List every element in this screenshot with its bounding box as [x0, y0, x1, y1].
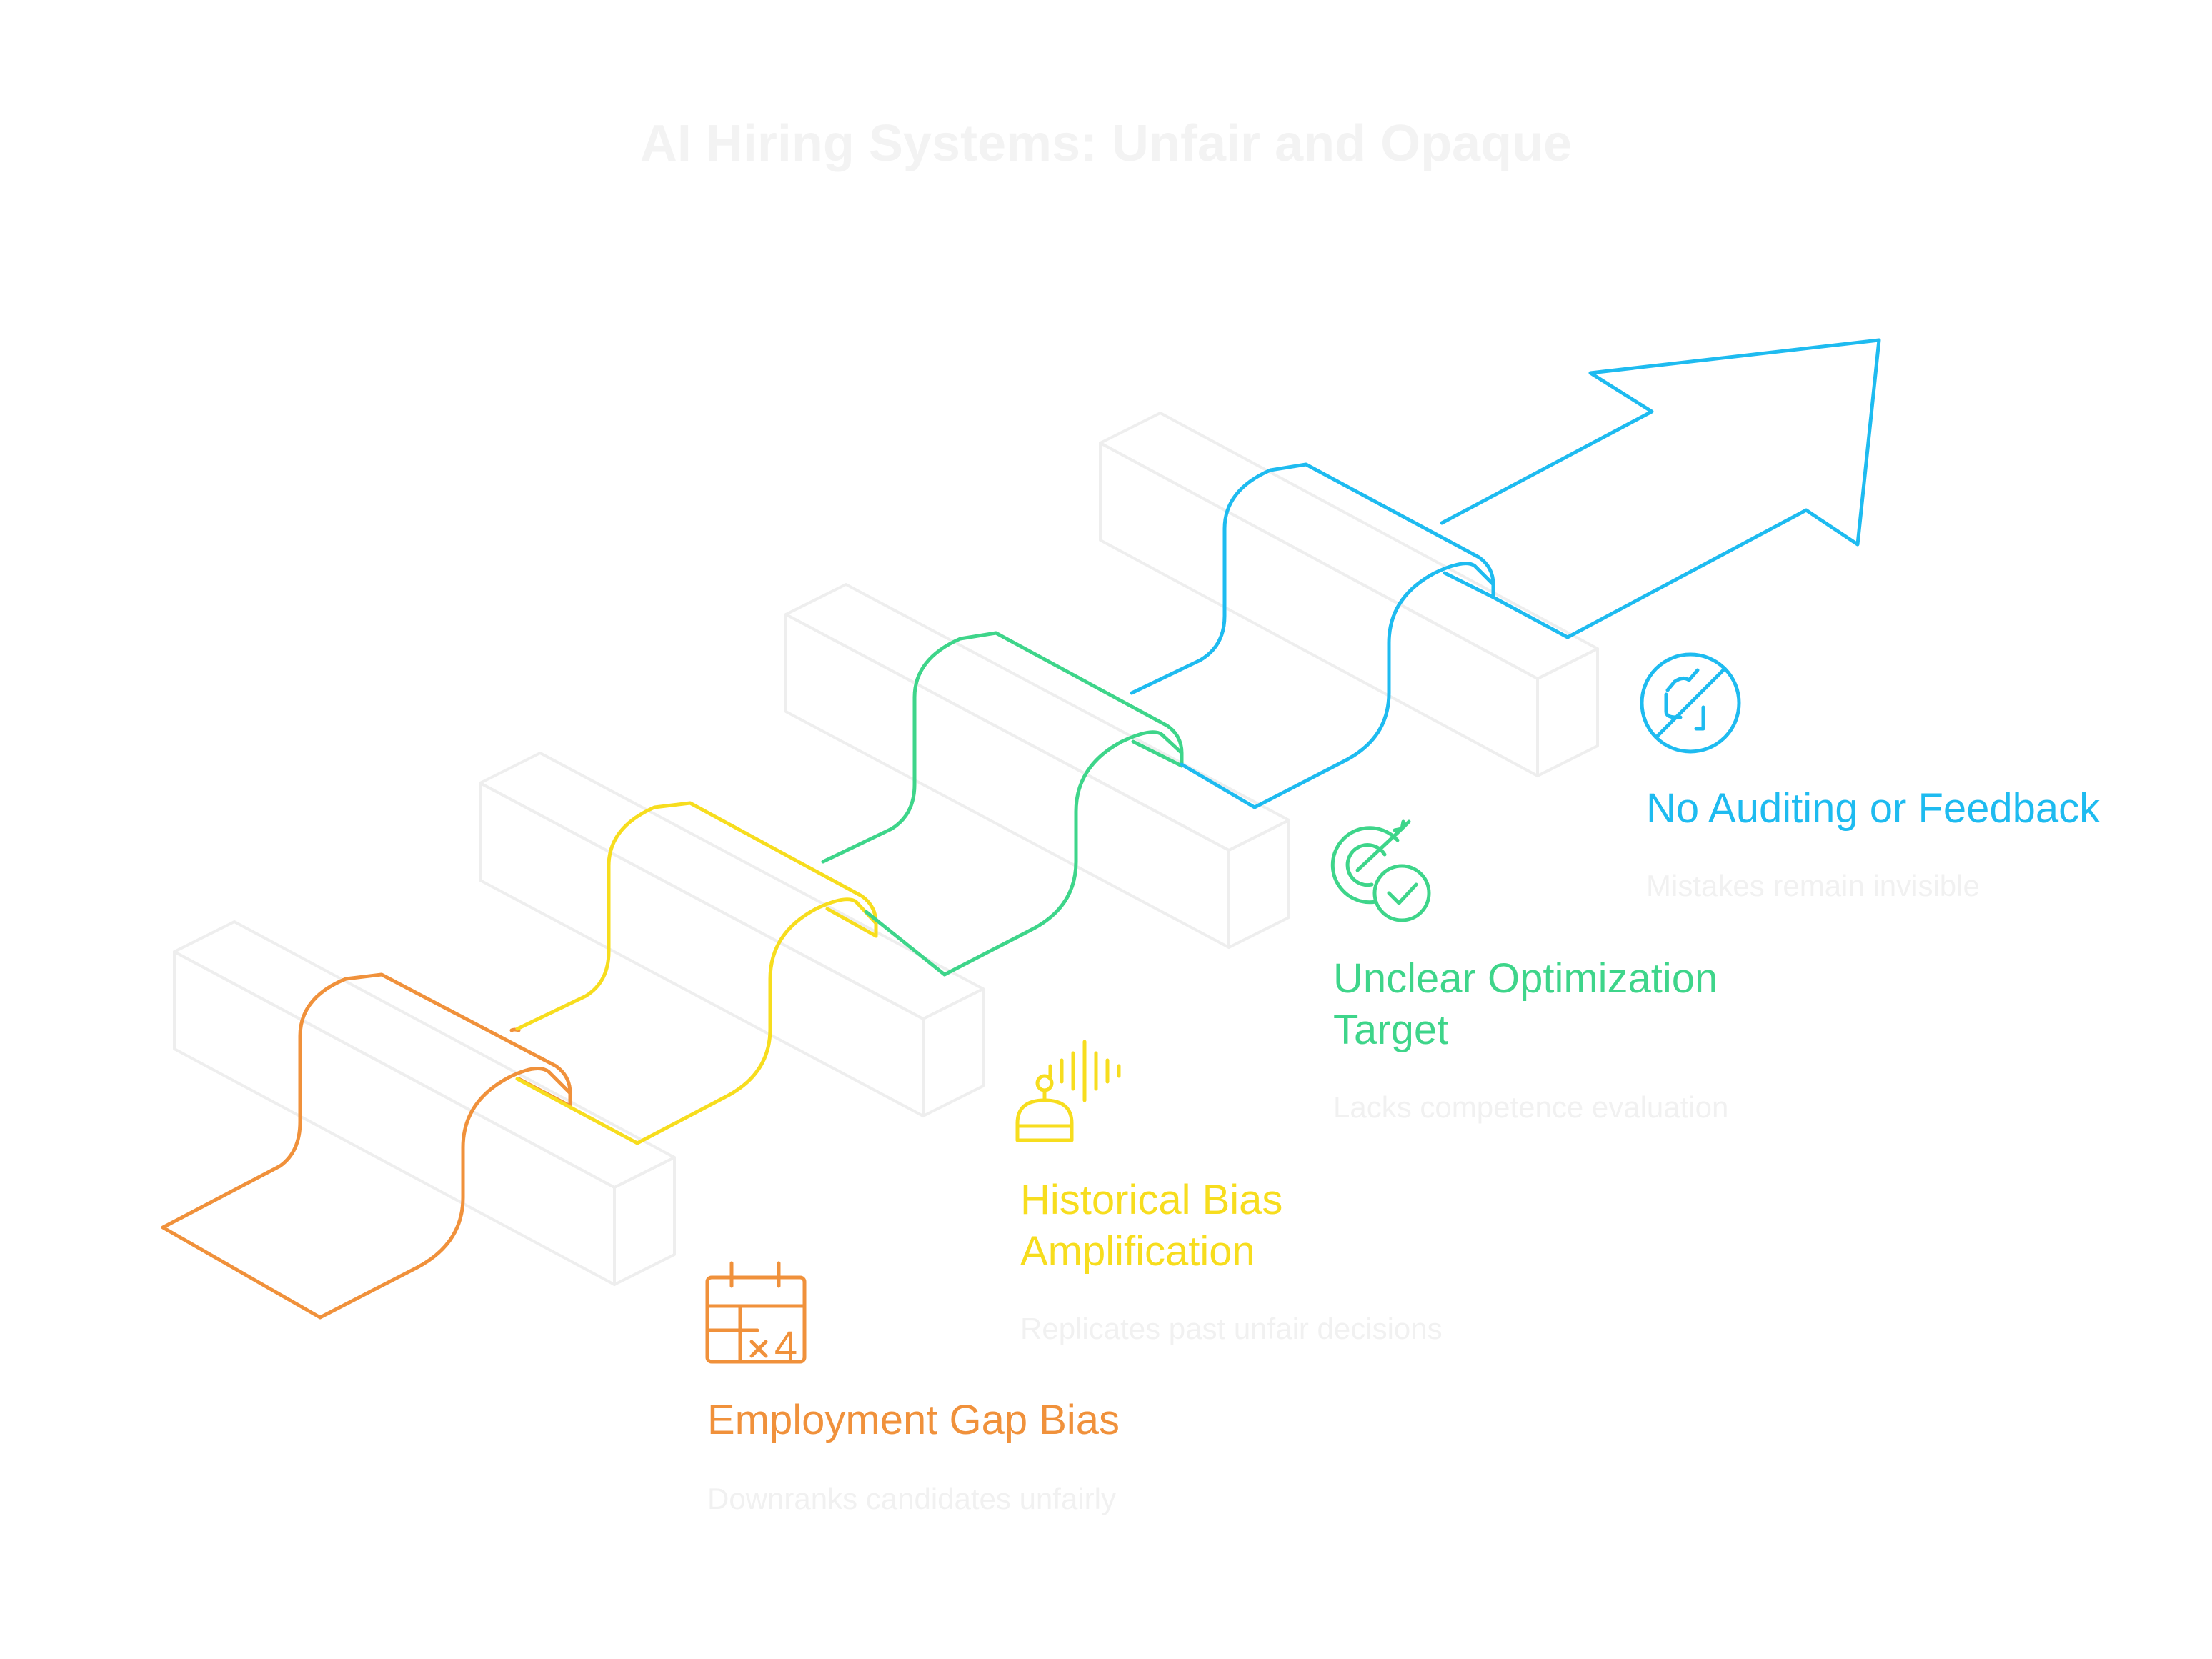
- calendar-times-four-icon: [705, 1261, 807, 1364]
- step-2-label-line-1: Historical Bias: [1020, 1177, 1283, 1223]
- robot-soundwave-icon: [1015, 1040, 1121, 1142]
- target-check-icon: [1330, 819, 1431, 922]
- block-4: [1099, 412, 1599, 777]
- ribbon-segment-orange: [161, 972, 572, 1320]
- block-1: [173, 920, 676, 1286]
- step-3-description: Lacks competence evaluation: [1333, 1090, 1729, 1124]
- step-1-label: Employment Gap Bias: [707, 1397, 1120, 1443]
- no-feedback-icon: [1640, 652, 1741, 754]
- step-2-label-line-2: Amplification: [1020, 1228, 1255, 1275]
- step-3-label-line-2: Target: [1333, 1007, 1449, 1053]
- step-1-description: Downranks candidates unfairly: [707, 1482, 1116, 1515]
- step-2-description: Replicates past unfair decisions: [1020, 1312, 1443, 1345]
- ribbon-segment-blue: [1130, 338, 1881, 809]
- block-3: [784, 583, 1290, 949]
- step-4-label: No Auditing or Feedback: [1646, 785, 2101, 832]
- step-4-description: Mistakes remain invisible: [1646, 869, 1980, 902]
- ribbon-segment-yellow: [515, 801, 878, 1145]
- step-3-label-line-1: Unclear Optimization: [1333, 955, 1718, 1002]
- diagram-title: AI Hiring Systems: Unfair and Opaque: [639, 115, 1573, 172]
- background-blocks: [173, 412, 1599, 1286]
- ribbon-segment-green: [821, 631, 1184, 977]
- calendar-icon-number: 4: [774, 1323, 797, 1370]
- block-2: [479, 752, 985, 1117]
